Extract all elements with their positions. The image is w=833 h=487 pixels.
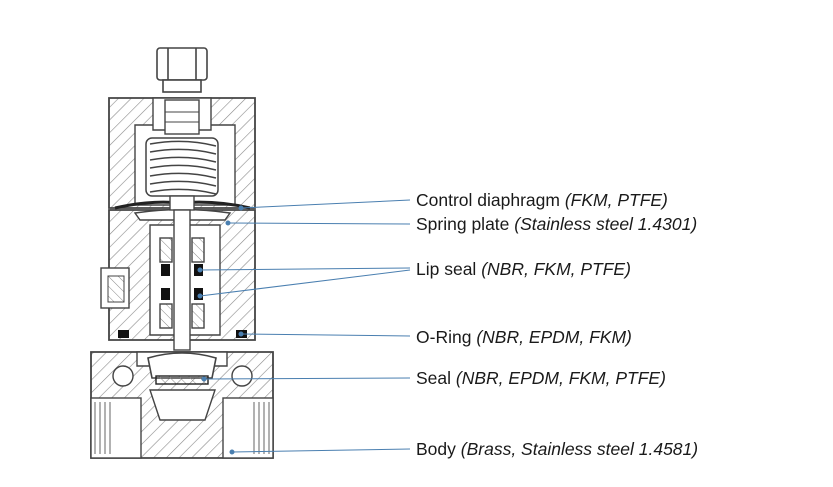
part-name: O-Ring xyxy=(416,327,472,347)
label-lip-seal: Lip seal (NBR, FKM, PTFE) xyxy=(416,259,631,279)
leader-lines xyxy=(197,199,411,455)
label-control-diaphragm: Control diaphragm (FKM, PTFE) xyxy=(416,190,668,210)
part-name: Lip seal xyxy=(416,259,477,279)
valve-stem xyxy=(159,209,205,351)
part-material: (Brass, Stainless steel 1.4581) xyxy=(460,439,699,459)
label-seal: Seal (NBR, EPDM, FKM, PTFE) xyxy=(416,368,666,388)
label-body: Body (Brass, Stainless steel 1.4581) xyxy=(416,439,698,459)
adjusting-nut xyxy=(156,47,208,93)
label-o-ring: O-Ring (NBR, EPDM, FKM) xyxy=(416,327,632,347)
part-material: (NBR, EPDM, FKM, PTFE) xyxy=(455,368,666,388)
part-name: Control diaphragm xyxy=(416,190,560,210)
label-spring-plate: Spring plate (Stainless steel 1.4301) xyxy=(416,214,697,234)
spring xyxy=(145,137,219,197)
part-name: Body xyxy=(416,439,456,459)
part-name: Seal xyxy=(416,368,452,388)
part-material: (NBR, FKM, PTFE) xyxy=(481,259,631,279)
part-material: (Stainless steel 1.4301) xyxy=(514,214,698,234)
part-material: (NBR, EPDM, FKM) xyxy=(476,327,632,347)
part-name: Spring plate xyxy=(416,214,510,234)
valve-seat-seal xyxy=(147,352,217,385)
part-material: (FKM, PTFE) xyxy=(564,190,668,210)
